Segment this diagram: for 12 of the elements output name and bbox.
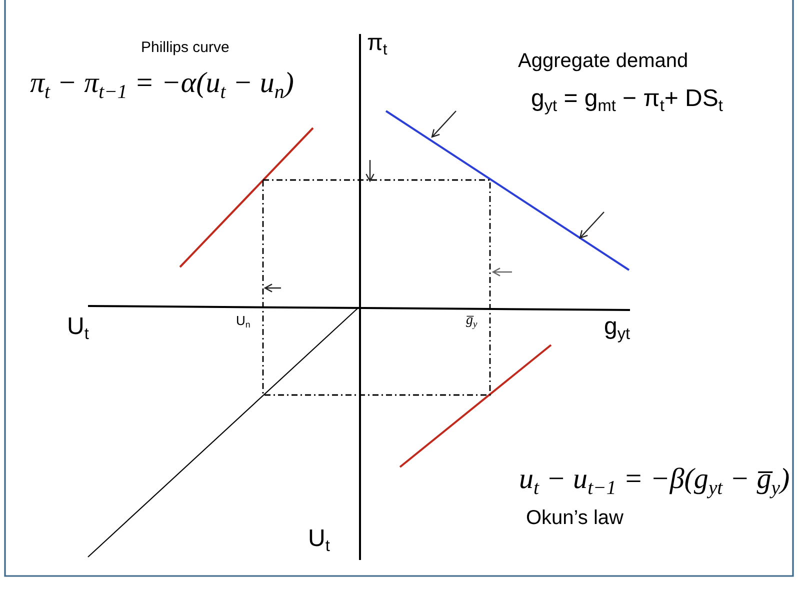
axis-label: U$_{t}$ [67, 313, 89, 341]
tick-label: U$_{n}$ [236, 314, 250, 329]
equation: π$_{t}$ − π$_{t−1}$ = −α(u$_{t}$ − u$_{n}$) [30, 67, 294, 100]
equation: u$_{t}$ − u$_{t−1}$ = −β(g$_{yt}$ − g̅$_{y}$) [519, 463, 790, 496]
tick-label: g̅$_{y}$ [466, 313, 478, 330]
axis-label: π$_{t}$ [367, 29, 388, 56]
axis-label: U$_{t}$ [308, 525, 330, 553]
axis-label: g$_{yt}$ [604, 313, 630, 341]
curve-title: Phillips curve [141, 39, 230, 56]
equation: g$_{yt}$ = g$_{mt}$ − π$_{t}$+ DS$_{t}$ [531, 85, 723, 113]
curve-title: Okun’s law [526, 507, 624, 530]
curve-title: Aggregate demand [518, 50, 688, 73]
